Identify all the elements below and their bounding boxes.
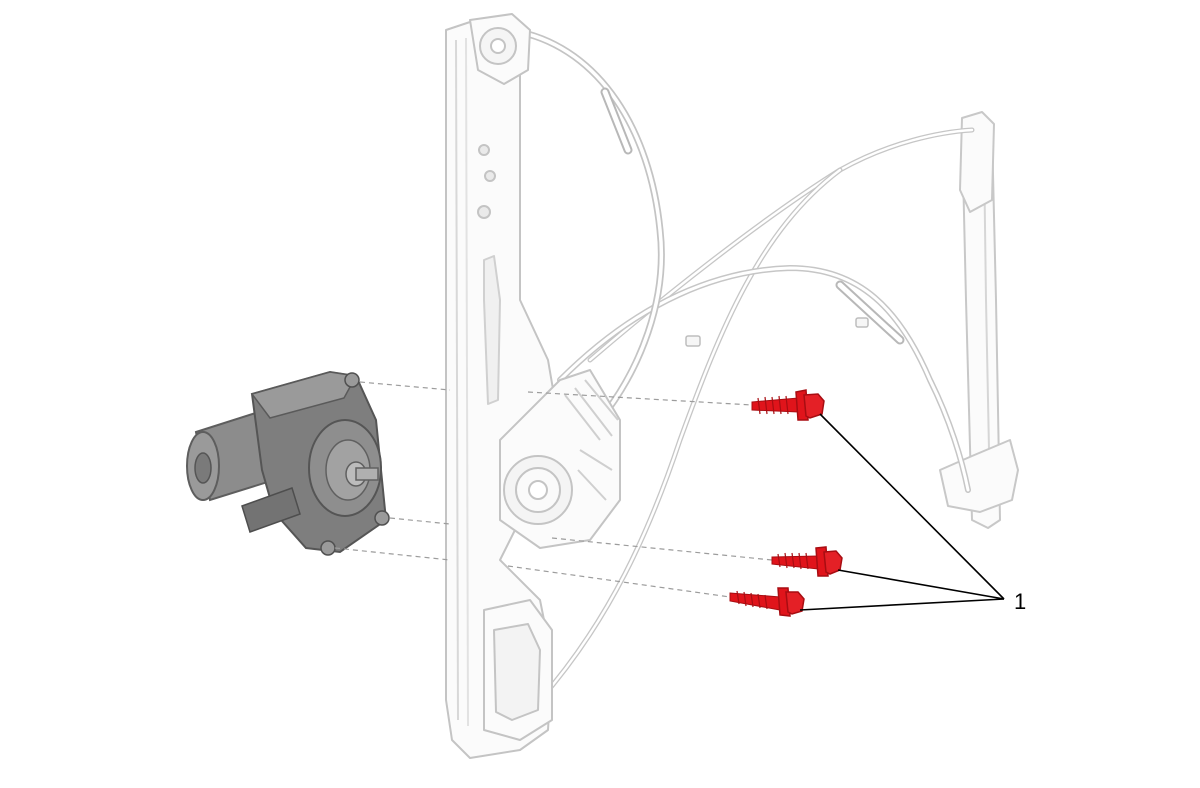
bolt-head [803,393,825,419]
alignment-line [527,391,753,406]
front-guide-rail-edge [465,37,469,727]
bolt [771,546,843,577]
alignment-lines [334,381,773,598]
bolt-thread-ridges [757,395,789,415]
rail-slot [483,255,501,405]
rear-bottom-carrier [939,439,1019,513]
alignment-line [507,565,731,598]
cable-clip [855,317,869,328]
callout-label: 1 [1014,589,1026,614]
motor-connector [241,487,301,533]
cable-sleeve [837,282,903,343]
leader-line [837,569,1005,600]
bolt [729,587,805,617]
motor-mount-ear [320,540,336,556]
rail-hole [478,144,490,156]
top-pulley-hub [490,38,506,54]
motor-mount-ear [374,510,390,526]
cable-clip [685,335,701,347]
cable-front-arc-inner [518,30,664,422]
motor-can-boss [194,452,212,484]
front-regulator-assembly [445,13,621,759]
alignment-line [389,517,451,525]
bolt-thread-ridges [777,552,809,570]
motor-shaft-tip [355,467,379,481]
highlighted-bolts [729,389,843,617]
bottom-carrier-detail [493,623,541,721]
bolt-thread-ridges [736,590,768,610]
leader-line [799,598,1005,611]
alignment-line [359,381,451,391]
leader-line [819,413,1005,600]
cable-arc-outer [557,264,971,493]
rail-hole [484,170,496,182]
drive-housing-ribs [564,379,619,501]
alignment-line [334,547,451,561]
cable-long-inner [538,168,842,702]
bolt-head [785,591,805,615]
rail-hole [477,205,491,219]
front-guide-rail-edge [455,39,459,721]
motor-mount-ear [344,372,360,388]
cable-arc-inner [558,266,970,492]
regulator-cables [516,28,975,703]
alignment-line [551,537,773,561]
rear-top-carrier [959,111,995,213]
cable-sleeve [602,89,631,153]
window-motor [186,370,390,556]
callout-leaders [799,413,1005,611]
rear-regulator-assembly [939,111,1019,529]
bolt [751,389,825,421]
drive-gear-hub [528,480,548,500]
